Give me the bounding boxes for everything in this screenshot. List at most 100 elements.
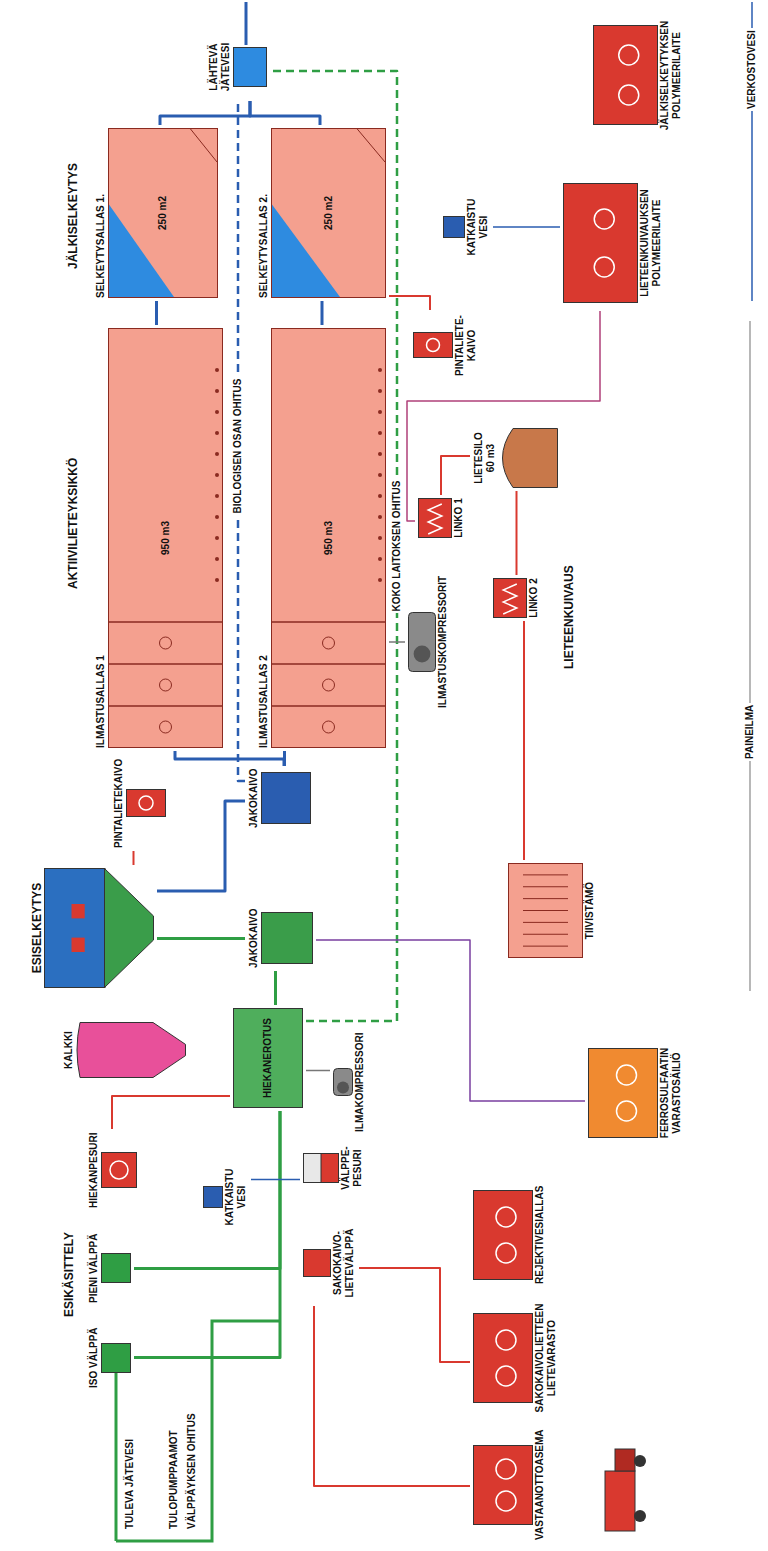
mixer-symbol [619,86,639,106]
equipment-node: HIEKANEROTUS [230,1005,306,1111]
equipment-icon [76,1022,186,1078]
equipment-symbol [303,1153,339,1183]
pipe-line [251,1179,300,1181]
mixer-symbol [139,796,153,810]
hopper-line [191,129,218,162]
equipment-symbol [473,1445,533,1525]
equipment-shape [474,1314,533,1403]
pipe-line [389,641,405,643]
equipment-node: PINTALIETEKAIVO [110,756,169,851]
pipe-line [516,491,518,575]
line-label: PAINEILMA [744,703,756,761]
equipment-shape [304,1250,331,1277]
node-label: JAKOKAIVO [248,909,260,968]
node-label: ILMASTUSALLAS 1 [95,655,107,748]
pipe-line [250,101,320,125]
equipment-node: ILMASTUSALLAS 1950 m3 [92,325,226,751]
equipment-shape [409,612,436,671]
mixer-symbol [496,1366,516,1386]
node-label: SELKEYTYSALLAS 1. [95,194,107,298]
equipment-shape [45,869,106,988]
equipment-symbol [261,912,313,964]
aerator-dot [378,473,382,477]
equipment-symbol [44,868,154,988]
aerator-dot [378,368,382,372]
equipment-symbol [508,863,583,958]
mixer-symbol [323,679,335,691]
equipment-node: LÄHTEVÄ JÄTEVESI [205,33,270,101]
section-heading: ESIKÄSITTELY [62,1230,76,1319]
pipe-line [175,751,284,766]
thickener-rake [523,874,568,875]
bypass-pipe [116,1321,280,1541]
node-label: ESISELKEYTYS [31,883,43,974]
equipment-icon [261,912,313,964]
equipment-icon [203,1186,223,1208]
equipment-icon [588,1048,658,1138]
aerator-dot [378,578,382,582]
aerator-dot [215,557,219,561]
pipe-line [523,621,525,860]
equipment-node: VÄLPPE- PESURI [300,1140,367,1196]
compartment-wall [109,621,222,623]
equipment-shape [304,1154,322,1183]
equipment-node: KATKAISTU VESI [440,193,493,261]
node-label: PIENI VÄLPPÄ [88,1234,100,1303]
equipment-symbol [418,498,452,538]
node-label: VASTAANOTTOASEMA [534,1429,546,1540]
node-label: LINKO 2 [528,578,540,617]
mixer-symbol [160,679,172,691]
mixer-symbol [160,721,172,733]
mixer-symbol [496,1207,516,1227]
node-label: FERROSULFAATIN VARASTOSÄILIÖ [659,1038,683,1148]
node-label: SAKOKAIVOLIETTEEN LIETEVARASTO [534,1298,558,1418]
equipment-shape [102,1153,137,1188]
equipment-symbol [473,1313,533,1403]
equipment-shape [109,129,218,298]
equipment-shape [105,869,154,988]
equipment-icon [473,1313,533,1403]
node-label: ILMASTUSKOMPRESSORIT [437,576,449,708]
equipment-icon [473,1445,533,1525]
aerator-dot [215,389,219,393]
aerator-dot [215,431,219,435]
equipment-icon [101,1253,131,1283]
equipment-symbol [593,26,658,126]
aerator-dot [378,515,382,519]
equipment-shape [503,429,558,488]
equipment-icon: 950 m3 [108,328,223,748]
node-label: HIEKANPESURI [88,1132,100,1208]
pipe-line [306,1070,330,1072]
mixer-symbol [323,637,335,649]
equipment-symbol [498,428,558,488]
equipment-node: ILMAKOMPRESSORI [330,1030,369,1135]
aerator-dot [215,494,219,498]
equipment-node: FERROSULFAATIN VARASTOSÄILIÖ [585,1035,686,1151]
equipment-icon [101,1343,131,1373]
node-label: LIETESILO 60 m3 [473,428,497,488]
aerator-dot [378,536,382,540]
equipment-shape [272,129,386,298]
mixer-symbol [496,1491,516,1511]
equipment-symbol [473,1190,533,1280]
equipment-shape [102,1254,131,1283]
node-label: KATKAISTU VESI [466,196,490,258]
equipment-symbol [203,1186,223,1208]
equipment-symbol [76,1022,186,1078]
equipment-node: SELKEYTYSALLAS 2.250 m2 [255,125,389,301]
equipment-icon [413,333,453,359]
motor-symbol [414,645,431,662]
equipment-node: KALKKI [60,1019,189,1081]
equipment-node: LIETEENKUIVAUKSEN POLYMEERILAITE [560,175,666,311]
pipe-line [441,456,470,495]
equipment-symbol [563,183,638,303]
line-label: VERKOSTOVESI [746,28,758,111]
line-label: TULOPUMPPAAMOT [168,1428,180,1531]
line-label: VÄLPPÄYKSEN OHITUS [186,1411,198,1531]
compartment-wall [272,705,385,707]
mixer-symbol [110,1161,128,1179]
equipment-shape [474,1190,533,1279]
equipment-symbol [101,1253,131,1283]
equipment-icon [443,216,465,238]
node-label: LÄHTEVÄ JÄTEVESI [208,36,232,98]
